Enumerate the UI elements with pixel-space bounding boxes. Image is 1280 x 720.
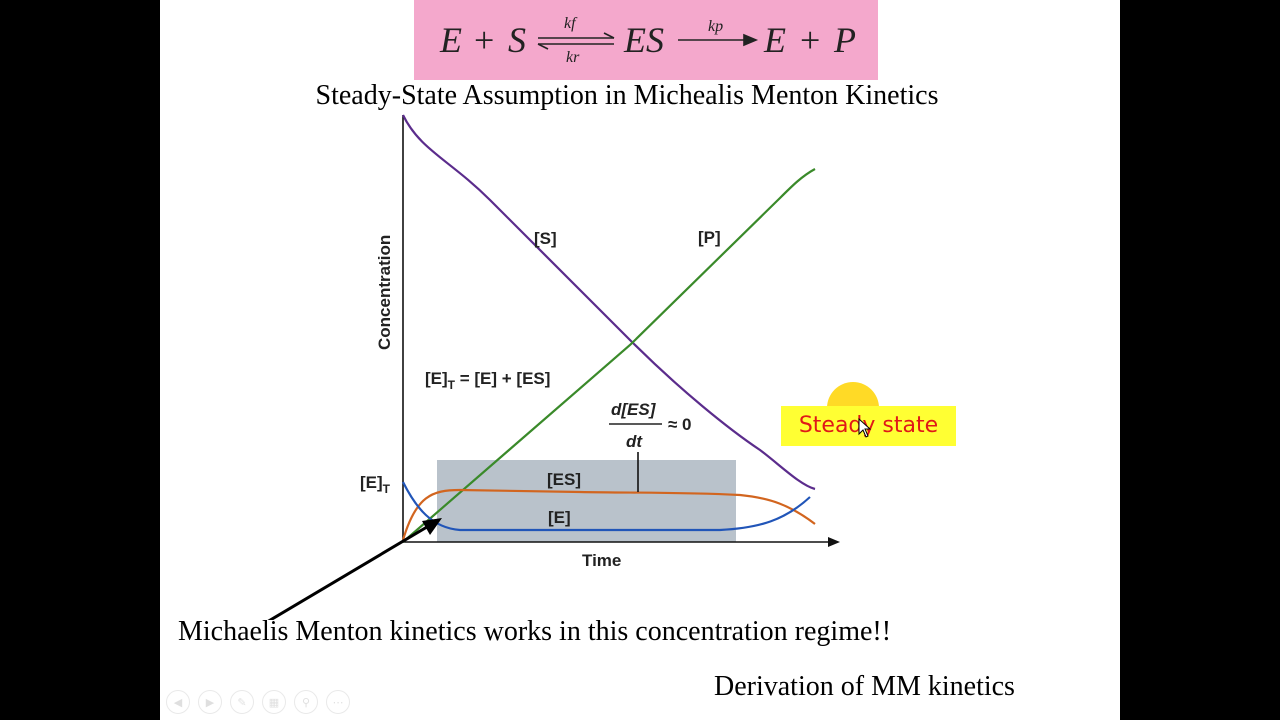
substrate-curve	[402, 114, 816, 491]
concentration-time-graph: Concentration Time [S] [P] [ES] [E] [E]T…	[267, 114, 840, 620]
x-axis-arrow	[828, 537, 840, 547]
slide-title: Steady-State Assumption in Michealis Men…	[315, 80, 939, 111]
steady-state-derivative: d[ES] dt ≈ 0	[609, 400, 692, 451]
enzyme-substrate-curve	[401, 488, 816, 541]
forward-arrow	[678, 33, 759, 47]
regime-pointer-arrow	[267, 522, 433, 620]
regime-caption: Michaelis Menton kinetics works in this …	[178, 616, 892, 647]
eq-rhs-p: P	[833, 20, 856, 60]
x-axis-label: Time	[582, 551, 621, 570]
more-icon[interactable]: ⋯	[326, 690, 350, 714]
total-enzyme-level-label: [E]T	[360, 473, 391, 496]
eq-rhs-plus: +	[800, 20, 820, 60]
product-label: [P]	[698, 228, 721, 247]
equilibrium-arrows	[537, 32, 615, 50]
free-enzyme-label: [E]	[548, 508, 571, 527]
derivative-numerator: d[ES]	[611, 400, 657, 419]
eq-kp: kp	[708, 18, 723, 35]
slides-icon[interactable]: ▦	[262, 690, 286, 714]
product-curve	[402, 168, 816, 543]
steady-state-label[interactable]: Steady state	[781, 406, 956, 446]
next-icon[interactable]: ▶	[198, 690, 222, 714]
pen-icon[interactable]: ✎	[230, 690, 254, 714]
substrate-label: [S]	[534, 229, 557, 248]
eq-es: ES	[623, 20, 664, 60]
y-axis-label: Concentration	[375, 235, 394, 350]
zoom-icon[interactable]: ⚲	[294, 690, 318, 714]
derivation-link[interactable]: Derivation of MM kinetics	[714, 671, 1015, 702]
derivative-approx-zero: ≈ 0	[668, 415, 692, 434]
free-enzyme-curve	[402, 481, 811, 532]
reaction-equation: E + S ES E + P kf kr kp	[414, 0, 878, 80]
enzyme-substrate-label: [ES]	[547, 470, 581, 489]
eq-lhs-e: E	[439, 20, 462, 60]
eq-lhs-plus: +	[474, 20, 494, 60]
eq-kf: kf	[564, 15, 578, 32]
previous-icon[interactable]: ◀	[166, 690, 190, 714]
derivative-denominator: dt	[626, 432, 643, 451]
cursor-icon	[858, 418, 872, 438]
steady-state-region	[437, 460, 736, 542]
eq-kr: kr	[566, 49, 580, 66]
slide: E + S ES E + P kf kr kp	[160, 0, 1120, 720]
enzyme-conservation-label: [E]T = [E] + [ES]	[425, 369, 550, 392]
regime-pointer-arrowhead	[422, 518, 442, 535]
slideshow-toolbar: ◀ ▶ ✎ ▦ ⚲ ⋯	[166, 690, 350, 714]
eq-lhs-s: S	[508, 20, 526, 60]
eq-rhs-e: E	[763, 20, 786, 60]
